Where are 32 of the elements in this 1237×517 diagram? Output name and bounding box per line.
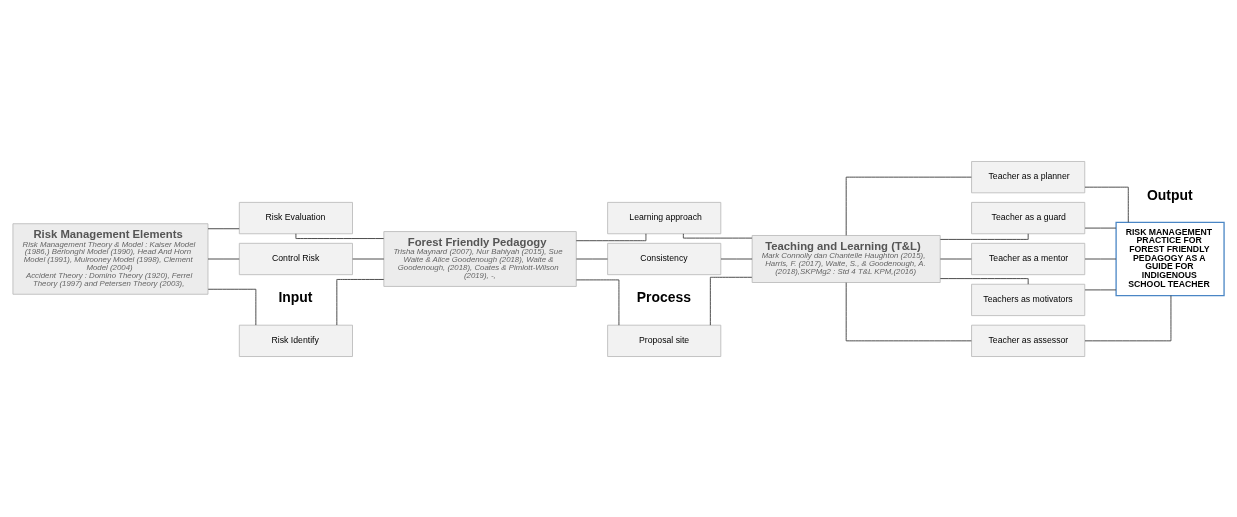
connector [207, 227, 240, 229]
connector [295, 232, 385, 239]
node-box: Risk Management Elements Risk Management Theory & Model : Kaiser Model (1986,) Berlonghi Model (1990), Head And Horn Model (1991), Mulrooney Model (1998), Clement Model (2004) Accident Theory : Domino Theory (1920), Ferrel Theory (1997) and Petersen Theory (2003), [12, 222, 209, 295]
node-box: Forest Friendly Pedagogy Trisha Maynard (2007), Nur Bahiyah (2015), Sue Waite & Alice Goodenough (2018), Waite & Goodenough, (2018), Coates & Pimlott-Wilson (2019), -, [383, 230, 577, 287]
label: Input [278, 288, 313, 305]
connector [1084, 294, 1172, 341]
node-box: Teaching and Learning (T&L) Mark Connolly dan Chantelle Haughton (2015), Harris, F. (2017), Waite, S., & Goodenough, A. (2018),SKPMg2 : Std 4 T&L KPM,(2016) [751, 234, 941, 283]
node-box: Teacher as a guard [971, 201, 1086, 234]
connector [682, 232, 753, 239]
node-box: Learning approach [607, 201, 722, 234]
node-box: Risk Evaluation [238, 201, 353, 234]
connector [939, 232, 1029, 240]
connector [576, 278, 620, 326]
connector [939, 277, 1029, 285]
node-box: Proposal site [607, 324, 722, 357]
node-box: Teachers as motivators [971, 283, 1086, 316]
node-box: Risk Identify [238, 324, 353, 357]
node-box: RISK MANAGEMENT PRACTICE FOR FOREST FRIENDLY PEDAGOGY AS A GUIDE FOR INDIGENOUS SCHOOL TEACHER [1115, 221, 1225, 296]
label: Output [1147, 186, 1193, 203]
connector [709, 276, 753, 326]
node-box: Consistency [607, 242, 722, 275]
connector [845, 176, 972, 236]
node-box: Teacher as a planner [971, 160, 1086, 193]
connector [845, 281, 972, 341]
node-box: Teacher as a mentor [971, 242, 1086, 275]
node-box: Control Risk [238, 242, 353, 275]
label: Process [636, 288, 691, 305]
connector [207, 288, 257, 326]
node-box: Teacher as assessor [971, 324, 1086, 357]
connector [336, 278, 385, 325]
connector [575, 232, 647, 241]
connector [1084, 186, 1129, 223]
